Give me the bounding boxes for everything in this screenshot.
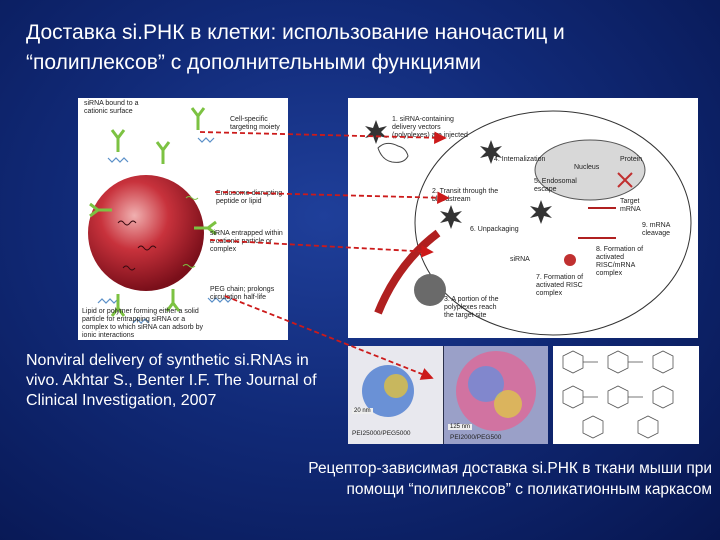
scale-bar-b: 125 nm: [448, 424, 473, 430]
step-5-label: 5. Endosomal escape: [534, 178, 577, 193]
arrow-targeting-to-internalization: [199, 131, 447, 145]
arrow-peg-to-micrograph: [224, 295, 434, 380]
label-sirna-entrapped: siRNA entrapped within a cationic partic…: [210, 230, 283, 253]
blood-vessel: [374, 229, 441, 315]
mouse-icon: [377, 142, 409, 163]
step-4-label: 4. Internalization: [494, 156, 546, 163]
mrna-lines: [578, 207, 616, 239]
citation-caption: Nonviral delivery of synthetic si.RNAs i…: [26, 352, 317, 409]
step-6-label: 6. Unpackaging: [470, 226, 519, 233]
step-8-label: 8. Formation of activated RISC/mRNA comp…: [596, 246, 644, 277]
scale-bar-a: 20 nm: [352, 408, 373, 414]
label-cell-targeting: Cell-specific targeting moiety: [230, 116, 280, 131]
bottom-caption-line-1: Рецептор-зависимая доставка si.РНК в тка…: [308, 460, 712, 477]
micrograph-image: [348, 346, 548, 444]
target-mrna-label: Target mRNA: [620, 198, 641, 213]
micrograph-label-b: PEI2000/PEG500: [450, 434, 502, 441]
nanoparticle-diagram: siRNA bound to a cationic surface Cell-s…: [78, 98, 288, 340]
sirna-strands: [117, 220, 157, 271]
nanoparticle-illustration: [88, 107, 233, 324]
pathway-illustration: [365, 110, 692, 336]
chemical-structures: [553, 346, 699, 444]
protein-label: Protein: [620, 156, 643, 163]
nucleus-label: Nucleus: [574, 164, 600, 171]
cross-mark-icon: [617, 172, 633, 188]
risc-complex-icon: [564, 254, 576, 266]
polyplex-micrographs: 20 nm 125 nm PEI25000/PEG5000 PEI2000/PE…: [348, 346, 548, 444]
slide-title-line-1: Доставка si.РНК в клетки: использование …: [26, 21, 565, 44]
micrograph-label-a: PEI25000/PEG5000: [352, 430, 411, 437]
bottom-caption-line-2: помощи “полиплексов” с поликатионным кар…: [346, 481, 712, 498]
arrow-peptide-to-escape: [214, 191, 450, 205]
step-2-label: 2. Transit through the bloodstream: [432, 188, 499, 203]
target-tissue: [414, 274, 446, 306]
step-3-label: 3. A portion of the polyplexes reach the…: [444, 296, 499, 319]
chemical-structures-image: [562, 350, 674, 439]
slide-title-line-2: “полиплексов” с дополнительными функциям…: [26, 51, 482, 74]
step-1-label: 1. siRNA-containing delivery vectors (po…: [392, 116, 468, 139]
cell-membrane: [414, 110, 692, 336]
bottom-caption: Рецептор-зависимая доставка si.РНК в тка…: [244, 458, 712, 500]
delivery-pathway-diagram: 1. siRNA-containing delivery vectors (po…: [348, 98, 698, 338]
step-9-label: 9. mRNA cleavage: [642, 222, 671, 237]
sirna-label: siRNA: [510, 256, 530, 263]
nucleus-shape: [534, 139, 646, 201]
surface-sirna: [182, 196, 199, 268]
label-sirna-bound: siRNA bound to a cationic surface: [84, 100, 139, 115]
label-peg-chain: PEG chain; prolongs circulation half-lif…: [210, 286, 275, 301]
targeting-ligands: [89, 107, 217, 317]
label-lipid-polymer: Lipid or polymer forming either a solid …: [82, 308, 203, 339]
arrow-entrapped-to-unpackaging: [209, 239, 434, 258]
slide-title: Доставка si.РНК в клетки: использование …: [26, 18, 706, 78]
polyplex-icons: [365, 120, 552, 229]
nanoparticle-sphere: [88, 175, 204, 291]
step-7-label: 7. Formation of activated RISC complex: [536, 274, 584, 297]
